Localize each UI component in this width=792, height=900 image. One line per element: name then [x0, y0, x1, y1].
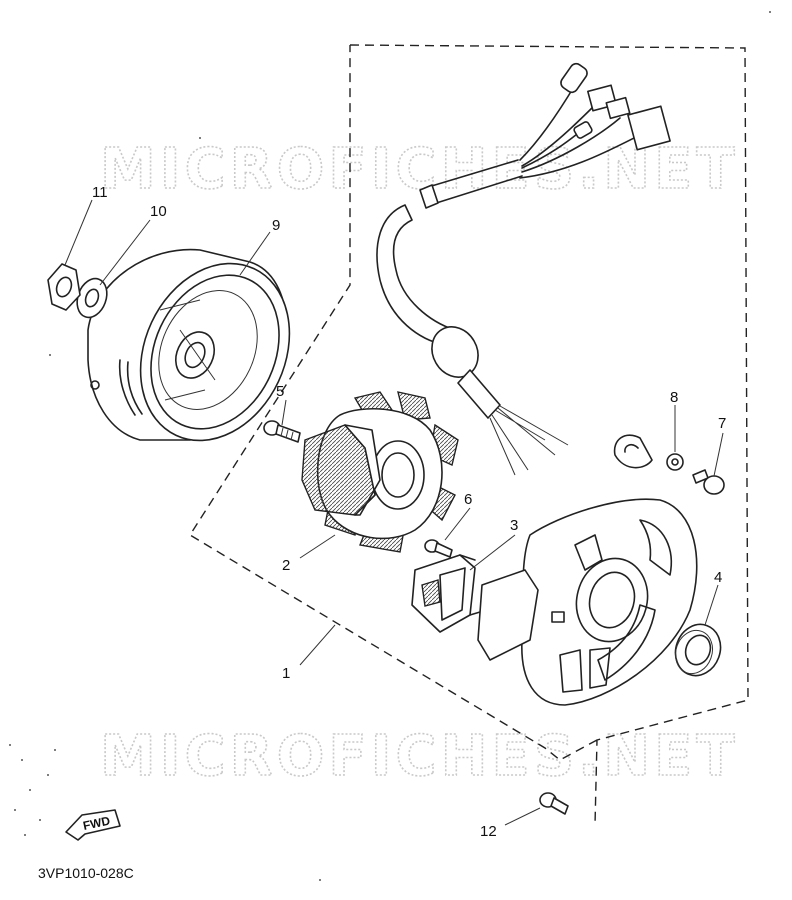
callout-6: 6 — [464, 491, 472, 508]
callout-9: 9 — [272, 217, 280, 234]
callout-2: 2 — [282, 557, 290, 574]
stator-coil — [301, 391, 459, 553]
oil-seal — [674, 623, 722, 677]
fwd-label: FWD — [82, 813, 112, 832]
pickup-coil — [411, 554, 481, 633]
callout-7: 7 — [718, 415, 726, 432]
callout-5: 5 — [276, 383, 284, 400]
lock-washer — [666, 453, 684, 471]
screw-5 — [263, 420, 301, 443]
wire-harness — [376, 62, 671, 476]
scan-specks — [9, 11, 771, 881]
assembly-boundary — [189, 44, 749, 826]
wire-clamp — [613, 434, 653, 469]
callout-12: 12 — [480, 823, 497, 840]
callout-11: 11 — [92, 184, 108, 201]
screw-7 — [692, 469, 725, 495]
callout-10: 10 — [150, 203, 167, 220]
nut — [47, 263, 81, 311]
callout-3: 3 — [510, 517, 518, 534]
stator-base-plate — [477, 498, 698, 706]
callout-8: 8 — [670, 389, 678, 406]
forward-arrow-icon: FWD — [65, 809, 121, 841]
callout-1: 1 — [282, 665, 290, 682]
rotor-flywheel — [87, 248, 291, 442]
leader-lines — [64, 199, 724, 826]
watermark-bottom: MICROFICHES.NET — [100, 724, 739, 789]
callout-4: 4 — [714, 569, 722, 586]
screw-12 — [539, 792, 569, 815]
screw-6 — [424, 539, 453, 558]
diagram-code: 3VP1010-028C — [38, 865, 134, 881]
watermark-top: MICROFICHES.NET — [100, 137, 739, 202]
